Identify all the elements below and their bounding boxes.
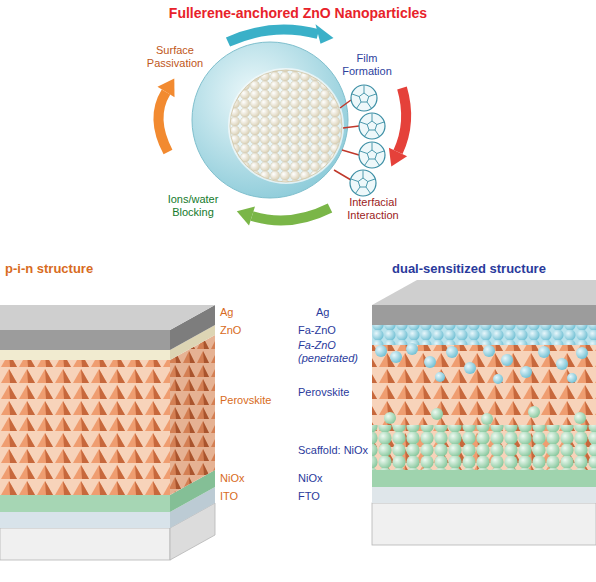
layer-label: Ag xyxy=(220,306,233,319)
layer-label: NiOx xyxy=(220,472,244,485)
layer-label: Ag xyxy=(316,306,329,319)
cycle-label: Surface Passivation xyxy=(140,44,210,70)
layer-label: Perovskite xyxy=(220,394,271,407)
cycle-label: Ions/water Blocking xyxy=(158,193,228,219)
layer-label: ITO xyxy=(220,490,238,503)
layer-label: Scaffold: NiOx xyxy=(298,444,368,457)
figure-title: Fullerene-anchored ZnO Nanoparticles xyxy=(0,5,596,21)
cycle-label: Film Formation xyxy=(336,52,398,78)
panel-heading: p-i-n structure xyxy=(5,262,93,275)
cycle-label: Interfacial Interaction xyxy=(334,196,412,222)
layer-label: NiOx xyxy=(298,472,322,485)
panel-heading: dual-sensitized structure xyxy=(392,262,546,275)
layer-label: ZnO xyxy=(220,324,241,337)
layer-label: Perovskite xyxy=(298,386,349,399)
layer-label: Fa-ZnO (penetrated) xyxy=(298,339,368,365)
layer-label: FTO xyxy=(298,490,320,503)
layer-label: Fa-ZnO xyxy=(298,324,336,337)
